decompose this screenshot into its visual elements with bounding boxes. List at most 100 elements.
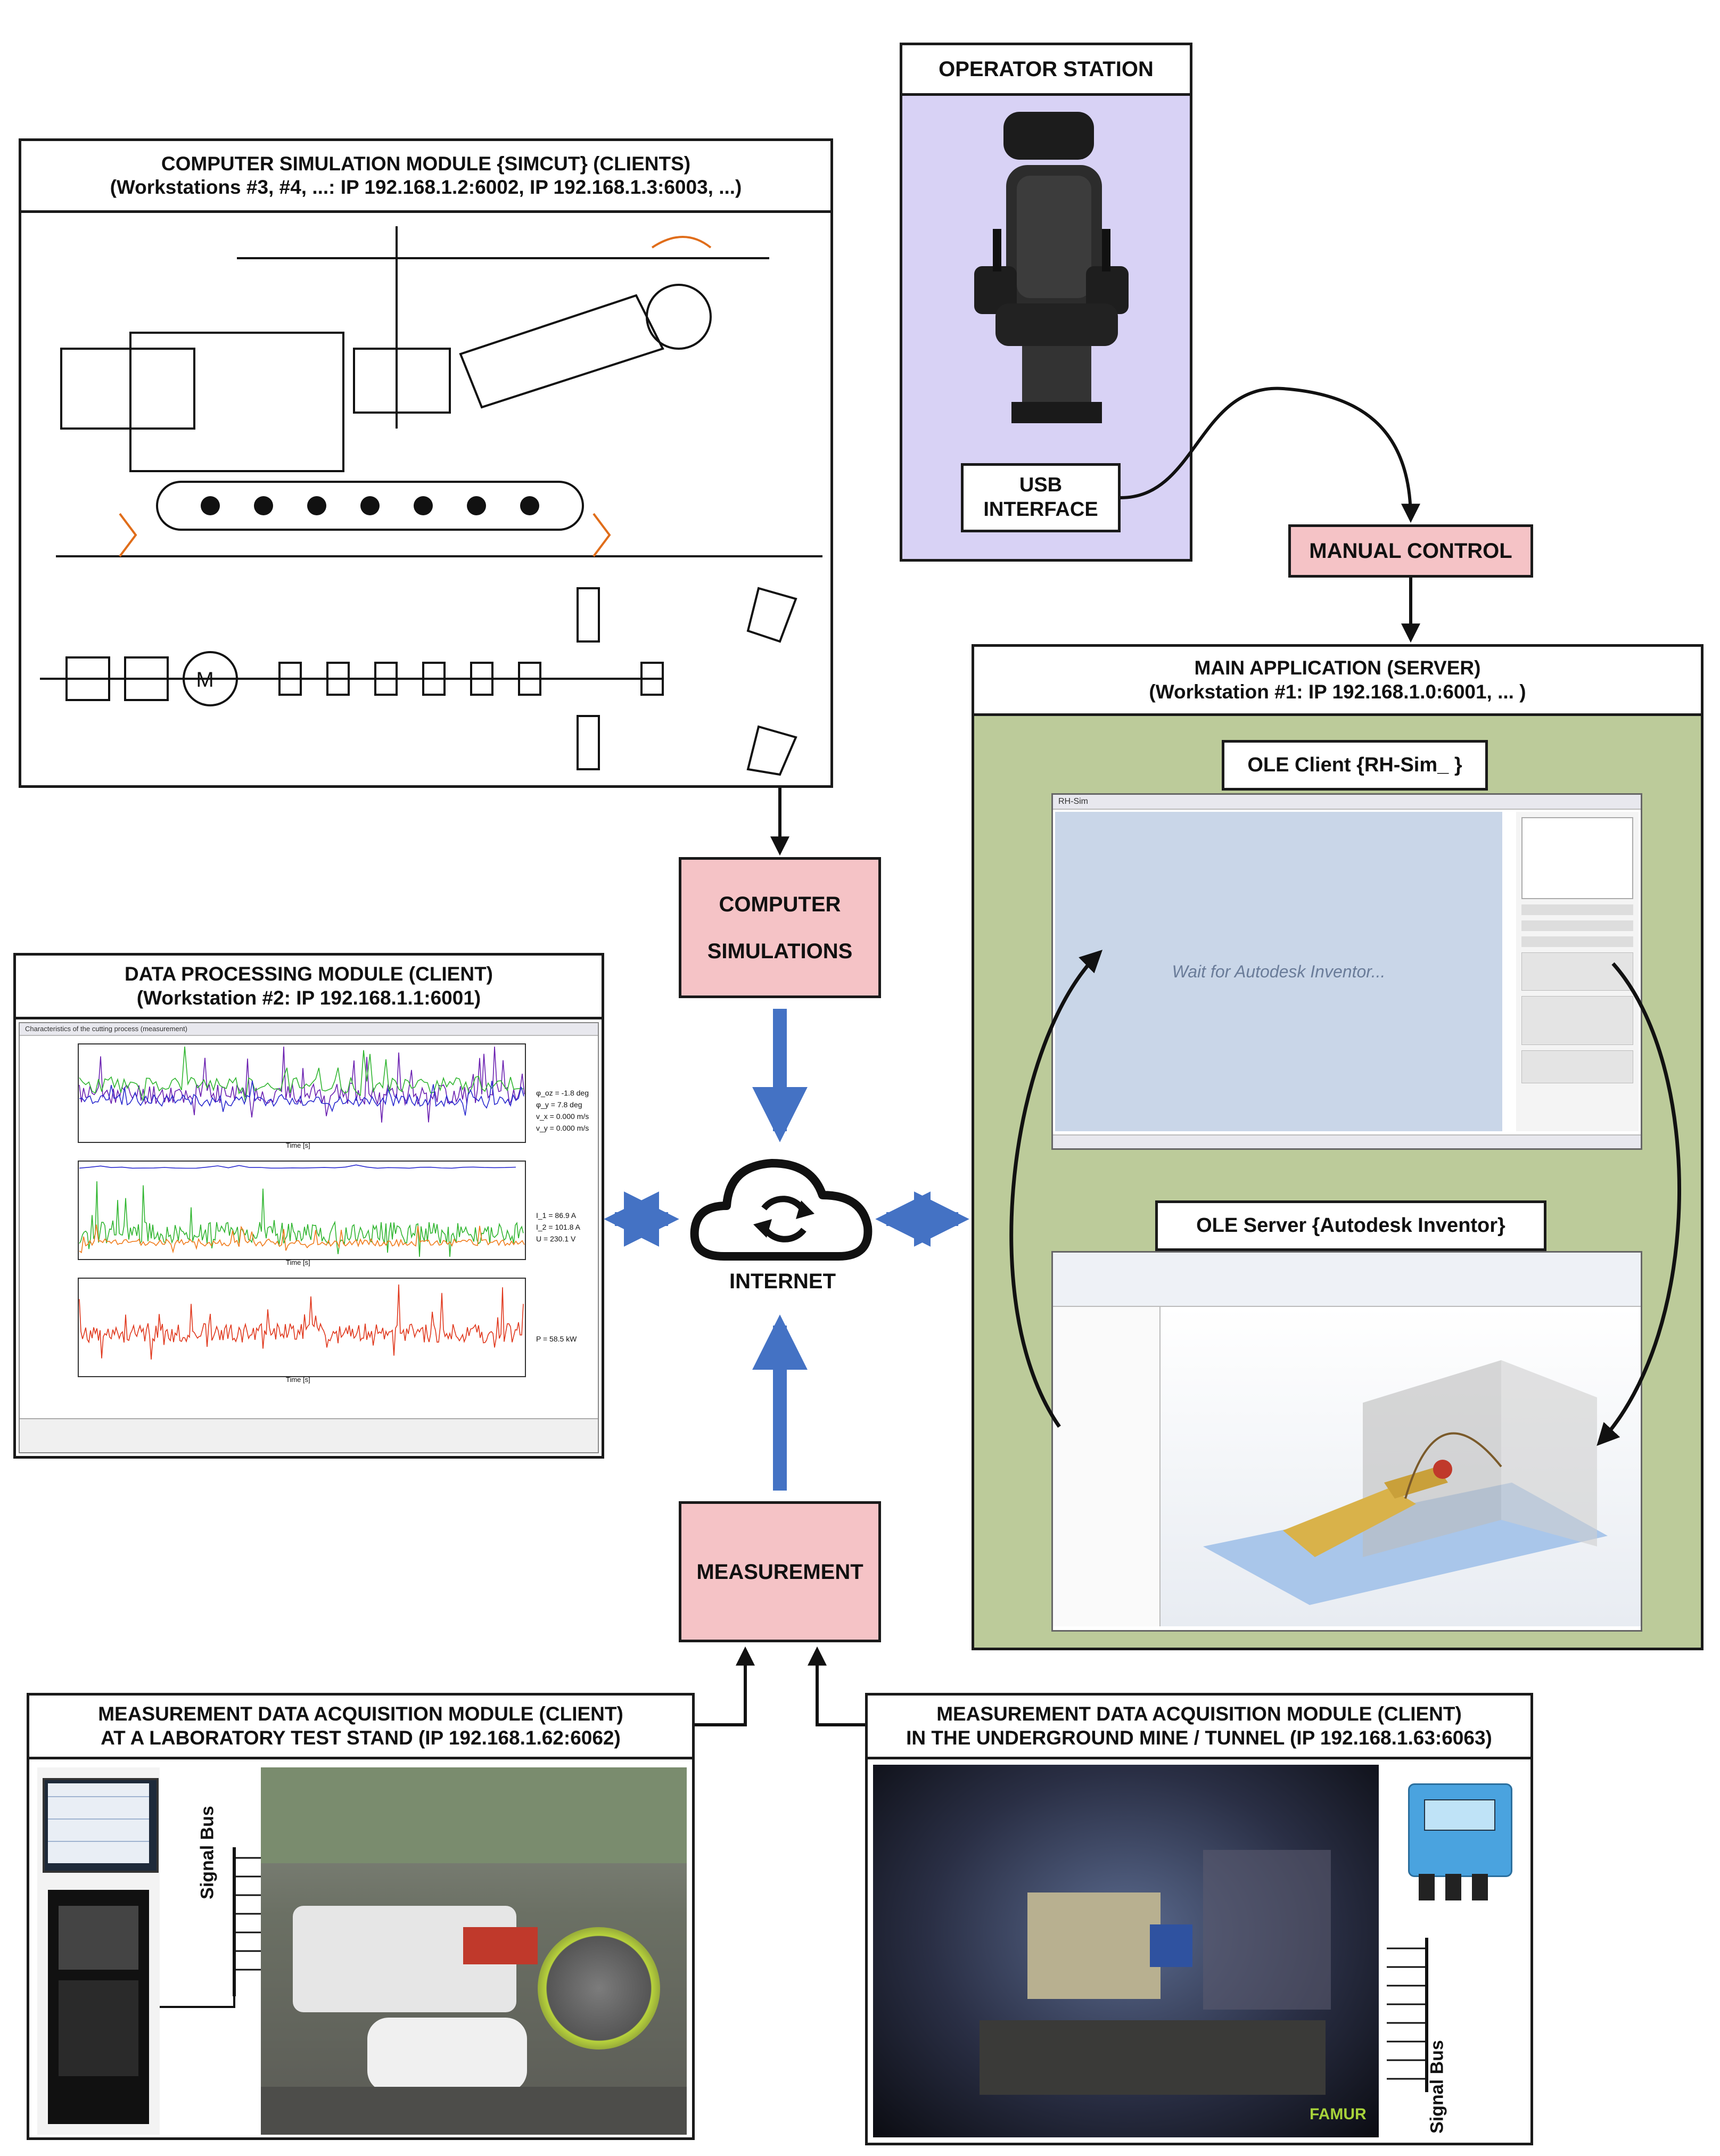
readout-i1: I_1 = 86.9 A [536, 1211, 577, 1220]
manual-control-box: MANUAL CONTROL [1288, 524, 1533, 578]
lab-module-title: MEASUREMENT DATA ACQUISITION MODULE (CLI… [27, 1693, 695, 1759]
main-application-title: MAIN APPLICATION (SERVER) (Workstation #… [972, 644, 1703, 716]
seat-headrest [1003, 112, 1094, 160]
wait-text: Wait for Autodesk Inventor... [1172, 961, 1386, 981]
internet-label: INTERNET [729, 1270, 836, 1293]
seat-cushion [995, 303, 1118, 346]
usb-line2: INTERFACE [983, 498, 1098, 521]
computer-simulations-line2: SIMULATIONS [707, 939, 853, 963]
readout-i2: I_2 = 101.8 A [536, 1223, 580, 1231]
joystick-left [993, 229, 1001, 271]
readout-u: U = 230.1 V [536, 1235, 576, 1243]
lab-acquisition-rack-photo [37, 1767, 160, 2135]
ole-client-window: RH-Sim Wait for Autodesk Inventor... [1051, 793, 1642, 1150]
inventor-viewport [1161, 1307, 1641, 1626]
operator-station-title: OPERATOR STATION [900, 43, 1192, 96]
schematic-tracks [156, 481, 584, 531]
time-label-2: Time [s] [286, 1258, 310, 1266]
simulation-title-line1: COMPUTER SIMULATION MODULE {SIMCUT} (CLI… [161, 152, 691, 175]
schematic-moment-arrow [651, 236, 712, 249]
arrow-lab-to-measurement [695, 1646, 755, 1726]
data-processing-controls [20, 1418, 598, 1452]
schematic-cutting-head [646, 284, 712, 350]
plot-trace [79, 1224, 525, 1254]
schematic-turret [353, 348, 451, 414]
readouts-plot1: φ_oz = -1.8 deg φ_y = 7.8 deg v_x = 0.00… [536, 1087, 589, 1134]
schematic-body [129, 332, 344, 472]
lab-test-stand-photo [261, 1767, 687, 2135]
ole-server-label: OLE Server {Autodesk Inventor} [1196, 1214, 1505, 1237]
plot-angles [78, 1043, 526, 1143]
seat-base [1011, 402, 1102, 423]
ole-server-window [1051, 1251, 1642, 1632]
mine-module-title: MEASUREMENT DATA ACQUISITION MODULE (CLI… [865, 1693, 1533, 1759]
cloud-sync-icon [690, 1159, 873, 1261]
inventor-browser-tree [1053, 1307, 1161, 1626]
ole-client-label-box: OLE Client {RH-Sim_ } [1222, 740, 1488, 791]
usb-line1: USB [1019, 474, 1063, 497]
computer-simulations-line1: COMPUTER [719, 892, 841, 916]
mine-title-line1: MEASUREMENT DATA ACQUISITION MODULE (CLI… [936, 1703, 1462, 1725]
data-processing-title-line2: (Workstation #2: IP 192.168.1.1:6001) [136, 986, 481, 1009]
mine-signal-bus-text: Signal Bus [1427, 2040, 1447, 2134]
lab-title-line1: MEASUREMENT DATA ACQUISITION MODULE (CLI… [98, 1703, 623, 1725]
readout-phi-oz: φ_oz = -1.8 deg [536, 1089, 589, 1097]
readout-phi-y: φ_y = 7.8 deg [536, 1100, 582, 1109]
main-app-title-line1: MAIN APPLICATION (SERVER) [1194, 657, 1481, 679]
operator-station-title-text: OPERATOR STATION [939, 57, 1154, 81]
famur-brand: FAMUR [1310, 2105, 1367, 2123]
ole-client-sidebar [1516, 812, 1639, 1131]
readout-vy: v_y = 0.000 m/s [536, 1124, 589, 1132]
seat-back-mesh [1017, 176, 1091, 298]
simulation-module-title: COMPUTER SIMULATION MODULE {SIMCUT} (CLI… [19, 138, 833, 213]
data-processing-title: DATA PROCESSING MODULE (CLIENT) (Worksta… [13, 953, 604, 1019]
mine-signal-bus-label: Signal Bus [1421, 2034, 1453, 2140]
measurement-label: MEASUREMENT [696, 1560, 863, 1584]
measurement-box: MEASUREMENT [679, 1501, 881, 1642]
readouts-plot2: I_1 = 86.9 A I_2 = 101.8 A U = 230.1 V [536, 1209, 580, 1245]
svg-text:M: M [196, 668, 213, 692]
roadheader-schematic: M [40, 226, 822, 776]
ole-client-canvas: Wait for Autodesk Inventor... [1055, 812, 1502, 1131]
plot-trace [79, 1080, 524, 1116]
ole-client-label: OLE Client {RH-Sim_ } [1247, 753, 1462, 776]
data-processing-titlebar: Characteristics of the cutting process (… [20, 1023, 598, 1036]
seat-armrest-left [974, 266, 1017, 314]
inventor-ribbon [1053, 1253, 1641, 1307]
schematic-spring-left [119, 513, 137, 557]
plot-trace [79, 1164, 516, 1169]
drivetrain-schematic [40, 587, 797, 776]
joystick-right [1102, 229, 1110, 271]
data-processing-title-line1: DATA PROCESSING MODULE (CLIENT) [124, 963, 493, 985]
mine-measurement-device [1397, 1773, 1520, 1906]
main-app-title-line2: (Workstation #1: IP 192.168.1.0:6001, ..… [1149, 680, 1526, 703]
arrow-mine-to-measurement [808, 1646, 865, 1726]
readout-p: P = 58.5 kW [536, 1335, 577, 1343]
ole-client-titlebar: RH-Sim [1053, 795, 1641, 810]
readout-vx: v_x = 0.000 m/s [536, 1112, 589, 1121]
plot-trace [79, 1046, 525, 1123]
ole-server-label-box: OLE Server {Autodesk Inventor} [1155, 1200, 1546, 1251]
schematic-boom-rear [60, 348, 195, 430]
lab-title-line2: AT A LABORATORY TEST STAND (IP 192.168.1… [101, 1726, 621, 1749]
data-processing-window: Characteristics of the cutting process (… [19, 1022, 599, 1453]
plot-trace [79, 1284, 524, 1360]
schematic-spring-right [592, 513, 611, 557]
plot-trace [79, 1046, 524, 1102]
usb-interface-box: USB INTERFACE [961, 463, 1121, 532]
simulation-title-line2: (Workstations #3, #4, ...: IP 192.168.1.… [110, 176, 742, 198]
plot-trace [79, 1181, 524, 1257]
data-processing-plots [78, 1043, 526, 1377]
manual-control-label: MANUAL CONTROL [1309, 539, 1512, 563]
time-label-1: Time [s] [286, 1141, 310, 1149]
operator-seat-image [974, 112, 1129, 423]
seat-armrest-right [1086, 266, 1129, 314]
time-label-3: Time [s] [286, 1376, 310, 1384]
inventor-roadheader-model [1283, 1488, 1416, 1557]
computer-simulations-box: COMPUTER SIMULATIONS [679, 857, 881, 998]
mine-tunnel-photo: FAMUR [873, 1765, 1379, 2137]
readouts-plot3: P = 58.5 kW [536, 1335, 577, 1343]
schematic-boom [459, 294, 664, 409]
mine-signal-bus-lines [1387, 1938, 1428, 2092]
mine-title-line2: IN THE UNDERGROUND MINE / TUNNEL (IP 192… [906, 1726, 1492, 1749]
